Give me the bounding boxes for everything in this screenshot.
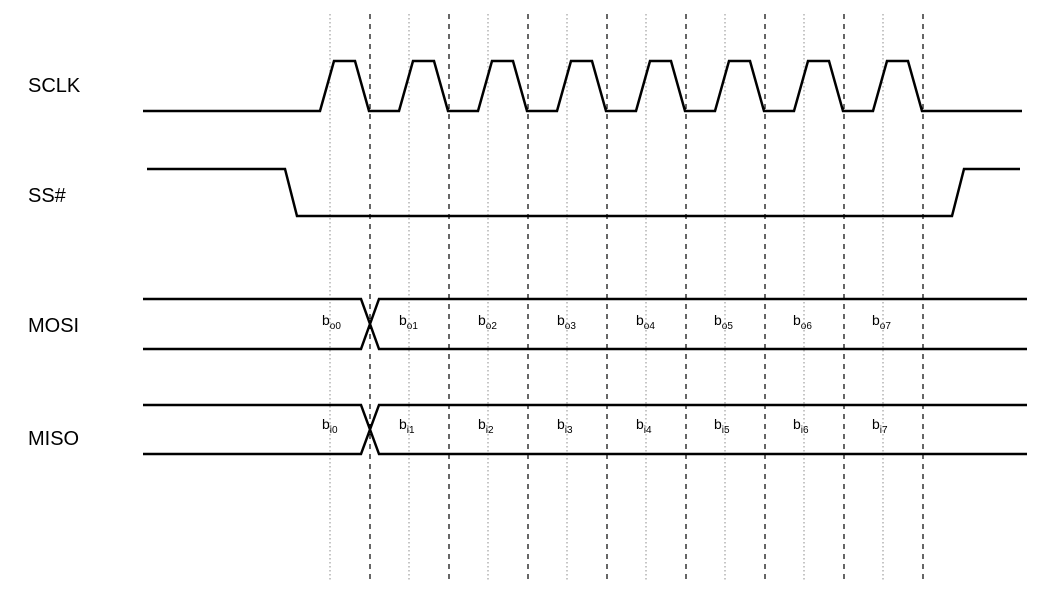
miso-bit-label-2: bi2 (478, 416, 494, 436)
miso-bus: bi0 bi1 bi2 bi3 bi4 bi5 bi6 bi7 (143, 403, 1027, 456)
mosi-label: MOSI (28, 315, 79, 337)
miso-bit-label-1: bi1 (399, 416, 415, 436)
miso-bus-lines (143, 403, 1027, 456)
ss-label: SS# (28, 185, 67, 207)
miso-bit-label-4: bi4 (636, 416, 652, 436)
mosi-bus: bo0 bo1 bo2 bo3 bo4 bo5 bo6 bo7 (143, 297, 1027, 351)
sclk-waveform (143, 59, 1022, 113)
sclk-label: SCLK (28, 75, 81, 97)
miso-bit-label-3: bi3 (557, 416, 573, 436)
mosi-bus-lines (143, 297, 1027, 351)
mosi-bit-label-7: bo7 (872, 312, 891, 332)
miso-bit-label-0: bi0 (322, 416, 338, 436)
miso-label: MISO (28, 428, 79, 450)
mosi-bit-label-0: bo0 (322, 312, 341, 332)
mosi-bit-label-6: bo6 (793, 312, 812, 332)
mosi-bit-label-4: bo4 (636, 312, 655, 332)
mosi-bit-label-1: bo1 (399, 312, 418, 332)
mosi-bit-label-2: bo2 (478, 312, 497, 332)
miso-bit-label-7: bi7 (872, 416, 888, 436)
miso-bit-label-6: bi6 (793, 416, 809, 436)
miso-bit-label-5: bi5 (714, 416, 730, 436)
ss-waveform (147, 167, 1020, 218)
mosi-bit-label-3: bo3 (557, 312, 576, 332)
mosi-bit-label-5: bo5 (714, 312, 733, 332)
